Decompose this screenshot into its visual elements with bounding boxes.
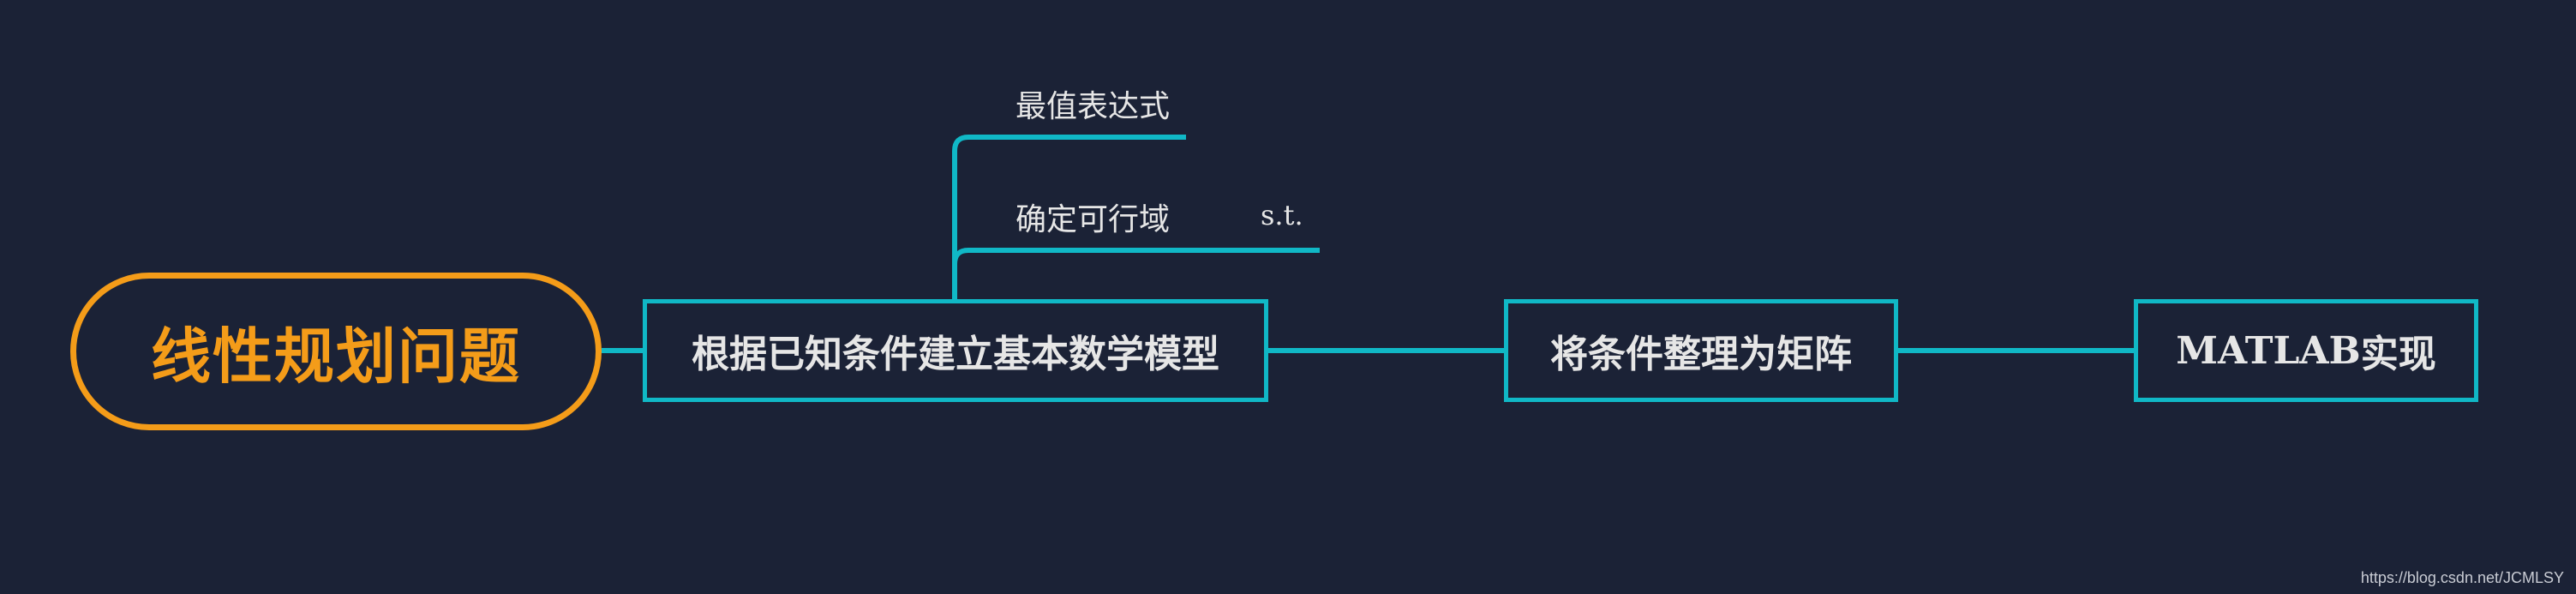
root-node-label: 线性规划问题 xyxy=(151,321,521,392)
objective-leaf-label[interactable]: 最值表达式 xyxy=(1015,89,1171,124)
constraint-note-label: s.t. xyxy=(1261,199,1303,231)
connector-model-constraint xyxy=(952,248,1320,299)
matlab-node-label-latin: MATLAB xyxy=(2176,328,2361,373)
watermark-text: https://blog.csdn.net/JCMLSY xyxy=(2360,569,2564,586)
constraint-leaf-label[interactable]: 确定可行域 xyxy=(1015,202,1171,237)
matrix-node-label: 将条件整理为矩阵 xyxy=(1550,333,1852,376)
root-node[interactable]: 线性规划问题 xyxy=(70,273,602,430)
matrix-node[interactable]: 将条件整理为矩阵 xyxy=(1504,299,1898,402)
model-node-label: 根据已知条件建立基本数学模型 xyxy=(692,333,1219,376)
connector-model-objective xyxy=(952,135,1186,299)
matlab-node-label-cjk: 实现 xyxy=(2360,333,2436,376)
model-node[interactable]: 根据已知条件建立基本数学模型 xyxy=(643,299,1268,402)
